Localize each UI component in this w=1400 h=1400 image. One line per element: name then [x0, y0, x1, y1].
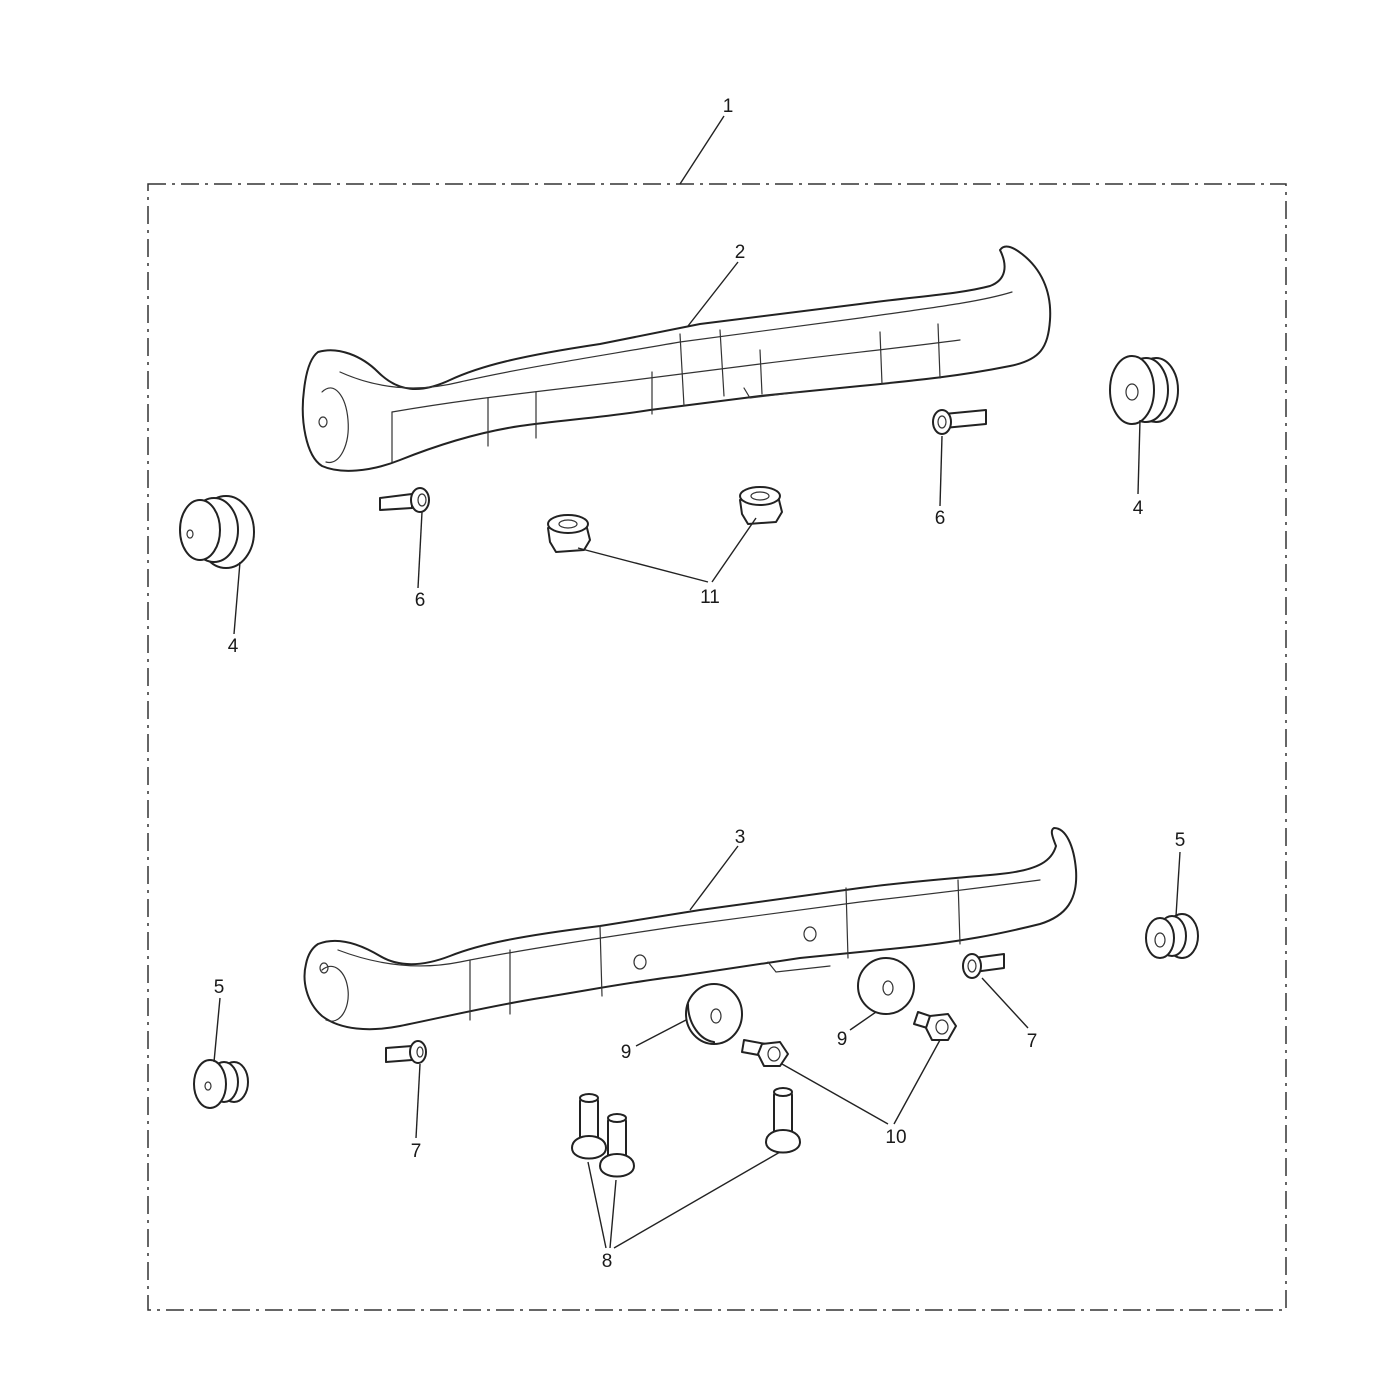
bush-right-upper[interactable] — [1109, 355, 1179, 425]
callout-6-left: 6 — [415, 590, 426, 611]
grommet-left-lower[interactable] — [193, 1059, 249, 1109]
callout-9-left: 9 — [621, 1042, 632, 1063]
nut-11-left[interactable] — [547, 514, 591, 553]
bolt-6-left[interactable] — [379, 487, 430, 513]
callout-10: 10 — [885, 1127, 906, 1148]
callout-11: 11 — [700, 587, 720, 608]
callout-5-right: 5 — [1175, 830, 1186, 851]
screw-8-c[interactable] — [765, 1087, 801, 1154]
callout-3: 3 — [735, 827, 746, 848]
grommet-right-lower[interactable] — [1145, 913, 1199, 959]
callout-7-right: 7 — [1027, 1031, 1038, 1052]
kit-boundary — [147, 183, 1287, 1311]
callout-6-right: 6 — [935, 508, 946, 529]
spacer-9-right[interactable] — [857, 957, 915, 1015]
callout-4-right: 4 — [1133, 498, 1144, 519]
bolt-7-left[interactable] — [385, 1040, 427, 1064]
bolt-6-right[interactable] — [932, 409, 987, 435]
bolt-10-right[interactable] — [913, 1011, 957, 1041]
screw-8-b[interactable] — [599, 1113, 635, 1178]
leader-lines — [213, 115, 1181, 1249]
bolt-10-left[interactable] — [741, 1039, 789, 1067]
bush-left-upper[interactable] — [179, 495, 255, 569]
nut-11-right[interactable] — [739, 486, 783, 525]
callout-4-left: 4 — [228, 636, 239, 657]
lower-mounting-bar[interactable] — [303, 827, 1078, 1031]
callout-5-left: 5 — [214, 977, 225, 998]
screw-8-a[interactable] — [571, 1093, 607, 1160]
spacer-9-left[interactable] — [685, 983, 743, 1045]
callout-8: 8 — [602, 1251, 613, 1272]
upper-mounting-bar[interactable] — [301, 245, 1052, 472]
callout-7-left: 7 — [411, 1141, 422, 1162]
callout-2: 2 — [735, 242, 746, 263]
callout-1: 1 — [723, 96, 734, 117]
callout-9-right: 9 — [837, 1029, 848, 1050]
bolt-7-right[interactable] — [962, 953, 1005, 979]
